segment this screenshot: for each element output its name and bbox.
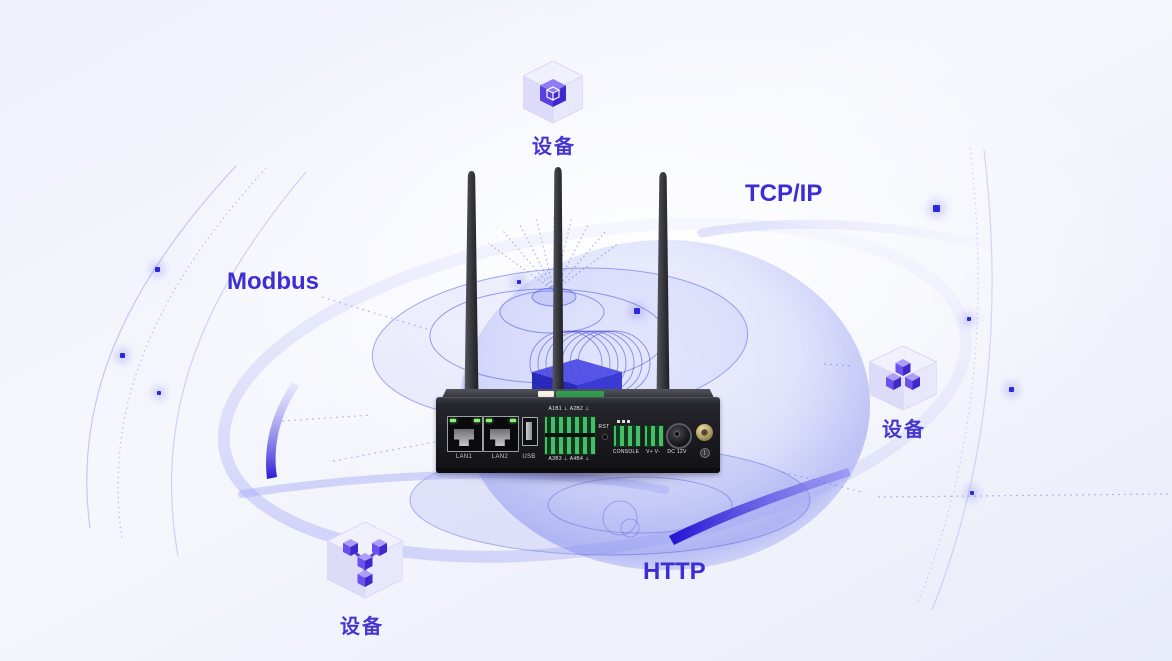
lan1-port xyxy=(447,416,483,452)
square-dot xyxy=(933,205,940,212)
io-terminal-block xyxy=(544,416,596,455)
rst-button xyxy=(602,434,608,440)
cube-stack-icon xyxy=(869,346,937,410)
lan2-led-right xyxy=(510,419,516,422)
device-label-bottom-left: 设备 xyxy=(340,616,384,638)
lan1-led-left xyxy=(450,419,456,422)
usb-port xyxy=(522,417,538,446)
lan1-label: LAN1 xyxy=(455,454,473,460)
cube-network-icon xyxy=(327,522,403,600)
rst-label: RST xyxy=(598,424,610,430)
power-terminal xyxy=(644,425,664,447)
antenna-connector xyxy=(696,424,713,441)
square-dot xyxy=(970,491,974,495)
square-dot xyxy=(1009,387,1014,392)
lan2-led-left xyxy=(486,419,492,422)
square-dot xyxy=(967,317,971,321)
io-terminal-top-label: A1B1 ⊥ A2B2 ⊥ xyxy=(548,406,590,412)
dc-power-jack xyxy=(666,423,692,449)
ring-blue-tip xyxy=(266,382,299,479)
antenna-left xyxy=(464,171,479,400)
antenna-right xyxy=(656,172,670,400)
usb-tongue xyxy=(526,422,532,440)
top-sticker-white xyxy=(538,391,554,397)
console-label: CONSOLE xyxy=(612,449,640,455)
protocol-label-modbus: Modbus xyxy=(227,268,319,295)
power-pins-label: V+ V- xyxy=(646,449,660,455)
cube-core-icon xyxy=(523,61,583,125)
router-device: LAN1 LAN2 USB A1B1 ⊥ A2B2 ⊥ A3B3 ⊥ A4B4 … xyxy=(436,397,720,473)
square-dot xyxy=(155,267,160,272)
device-label-right: 设备 xyxy=(882,419,926,441)
lan2-port xyxy=(483,416,519,452)
usb-label: USB xyxy=(522,454,536,460)
square-dot xyxy=(517,280,521,284)
antenna-middle xyxy=(552,167,564,400)
protocol-label-tcpip: TCP/IP xyxy=(745,180,823,207)
protocol-label-http: HTTP xyxy=(643,558,706,585)
io-terminal-bottom-label: A3B3 ⊥ A4B4 ⊥ xyxy=(548,456,590,462)
router-top-face xyxy=(442,389,714,398)
ground-screw xyxy=(700,448,710,458)
top-sticker-green xyxy=(556,391,604,397)
console-terminal xyxy=(613,425,641,447)
front-lower-band xyxy=(238,470,669,498)
device-label-top: 设备 xyxy=(532,136,576,158)
lan2-jack xyxy=(490,429,510,446)
square-dot xyxy=(120,353,125,358)
square-dot xyxy=(157,391,161,395)
square-dot xyxy=(634,308,640,314)
console-pin-marks xyxy=(617,420,630,423)
lan1-jack xyxy=(454,429,474,446)
right-orbit-arcs xyxy=(917,147,993,611)
dc-power-label: DC 12V xyxy=(667,449,687,455)
lan2-label: LAN2 xyxy=(491,454,509,460)
orbit-ring xyxy=(217,217,973,563)
lan1-led-right xyxy=(474,419,480,422)
blue-swoosh xyxy=(669,468,851,545)
left-orbit-arcs xyxy=(86,165,307,557)
